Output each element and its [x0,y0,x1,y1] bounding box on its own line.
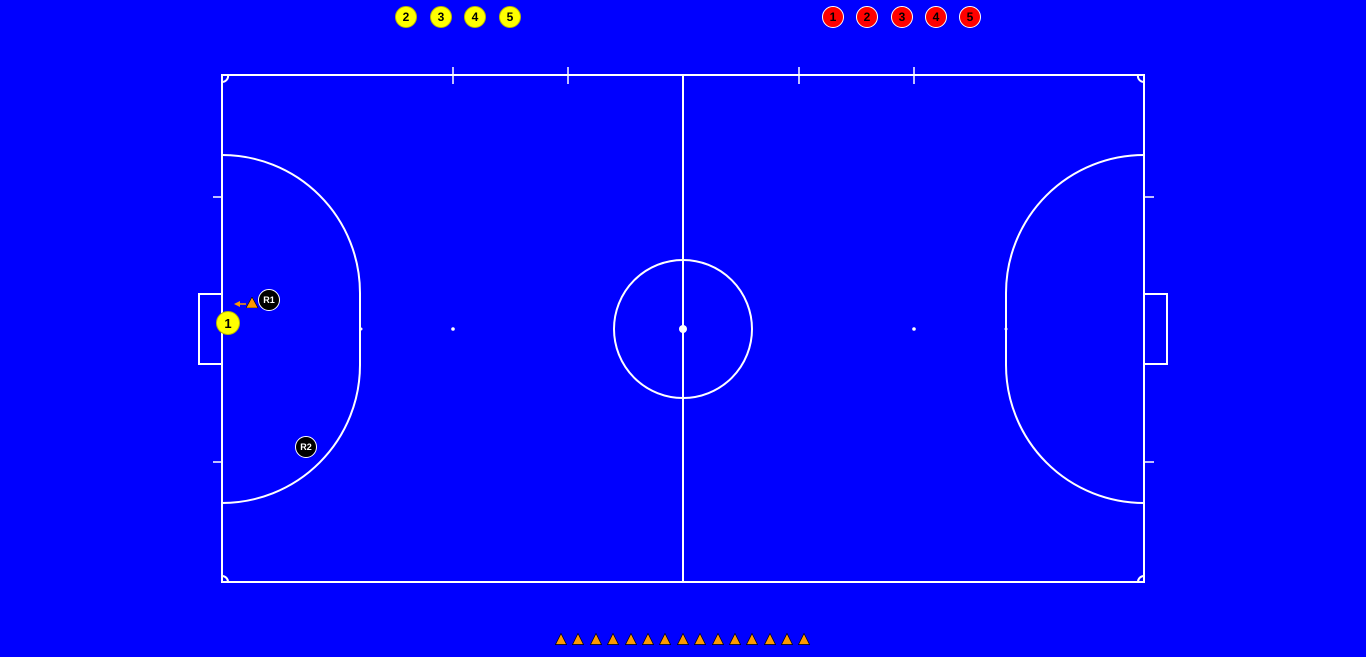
cone-icon[interactable] [711,633,724,645]
red-player-token[interactable]: 1 [822,6,844,28]
yellow-player-token[interactable]: 3 [430,6,452,28]
cone-icon[interactable] [763,633,776,645]
cone-icon[interactable] [676,633,689,645]
corner-arc-bottom-right [1137,575,1145,583]
cone-tray [555,633,811,647]
cone-icon[interactable] [781,633,794,645]
yellow-player-token[interactable]: 4 [464,6,486,28]
left-penalty-spot [359,327,363,331]
corner-arc-bottom-left [221,575,229,583]
yellow-goalkeeper-token[interactable]: 1 [216,311,240,335]
yellow-player-token[interactable]: 2 [395,6,417,28]
cone-icon[interactable] [589,633,602,645]
cone-icon[interactable] [798,633,811,645]
right-second-penalty-spot [912,327,916,331]
corner-arc-top-left [221,74,230,84]
red-player-token[interactable]: 2 [856,6,878,28]
red-player-token[interactable]: 3 [891,6,913,28]
cone-icon[interactable] [694,633,707,645]
corner-arc-top-right [1136,74,1145,84]
referee-token[interactable]: R1 [258,289,280,311]
cone-icon[interactable] [659,633,672,645]
cone-icon[interactable] [624,633,637,645]
center-spot [679,325,687,333]
cone-icon[interactable] [607,633,620,645]
cone-icon[interactable] [728,633,741,645]
referee-token[interactable]: R2 [295,436,317,458]
left-second-penalty-spot [451,327,455,331]
arrow-icon [234,301,246,307]
red-player-token[interactable]: 5 [959,6,981,28]
red-player-token[interactable]: 4 [925,6,947,28]
right-goal [1143,293,1168,365]
cone-icon[interactable] [572,633,585,645]
cone-icon[interactable] [641,633,654,645]
left-penalty-area [221,154,361,504]
yellow-player-token[interactable]: 5 [499,6,521,28]
right-penalty-area [1005,154,1145,504]
cone-icon[interactable] [555,633,567,645]
right-penalty-spot [1004,327,1008,331]
cone-icon[interactable] [246,297,258,308]
center-circle [613,259,753,399]
cone-icon[interactable] [746,633,759,645]
